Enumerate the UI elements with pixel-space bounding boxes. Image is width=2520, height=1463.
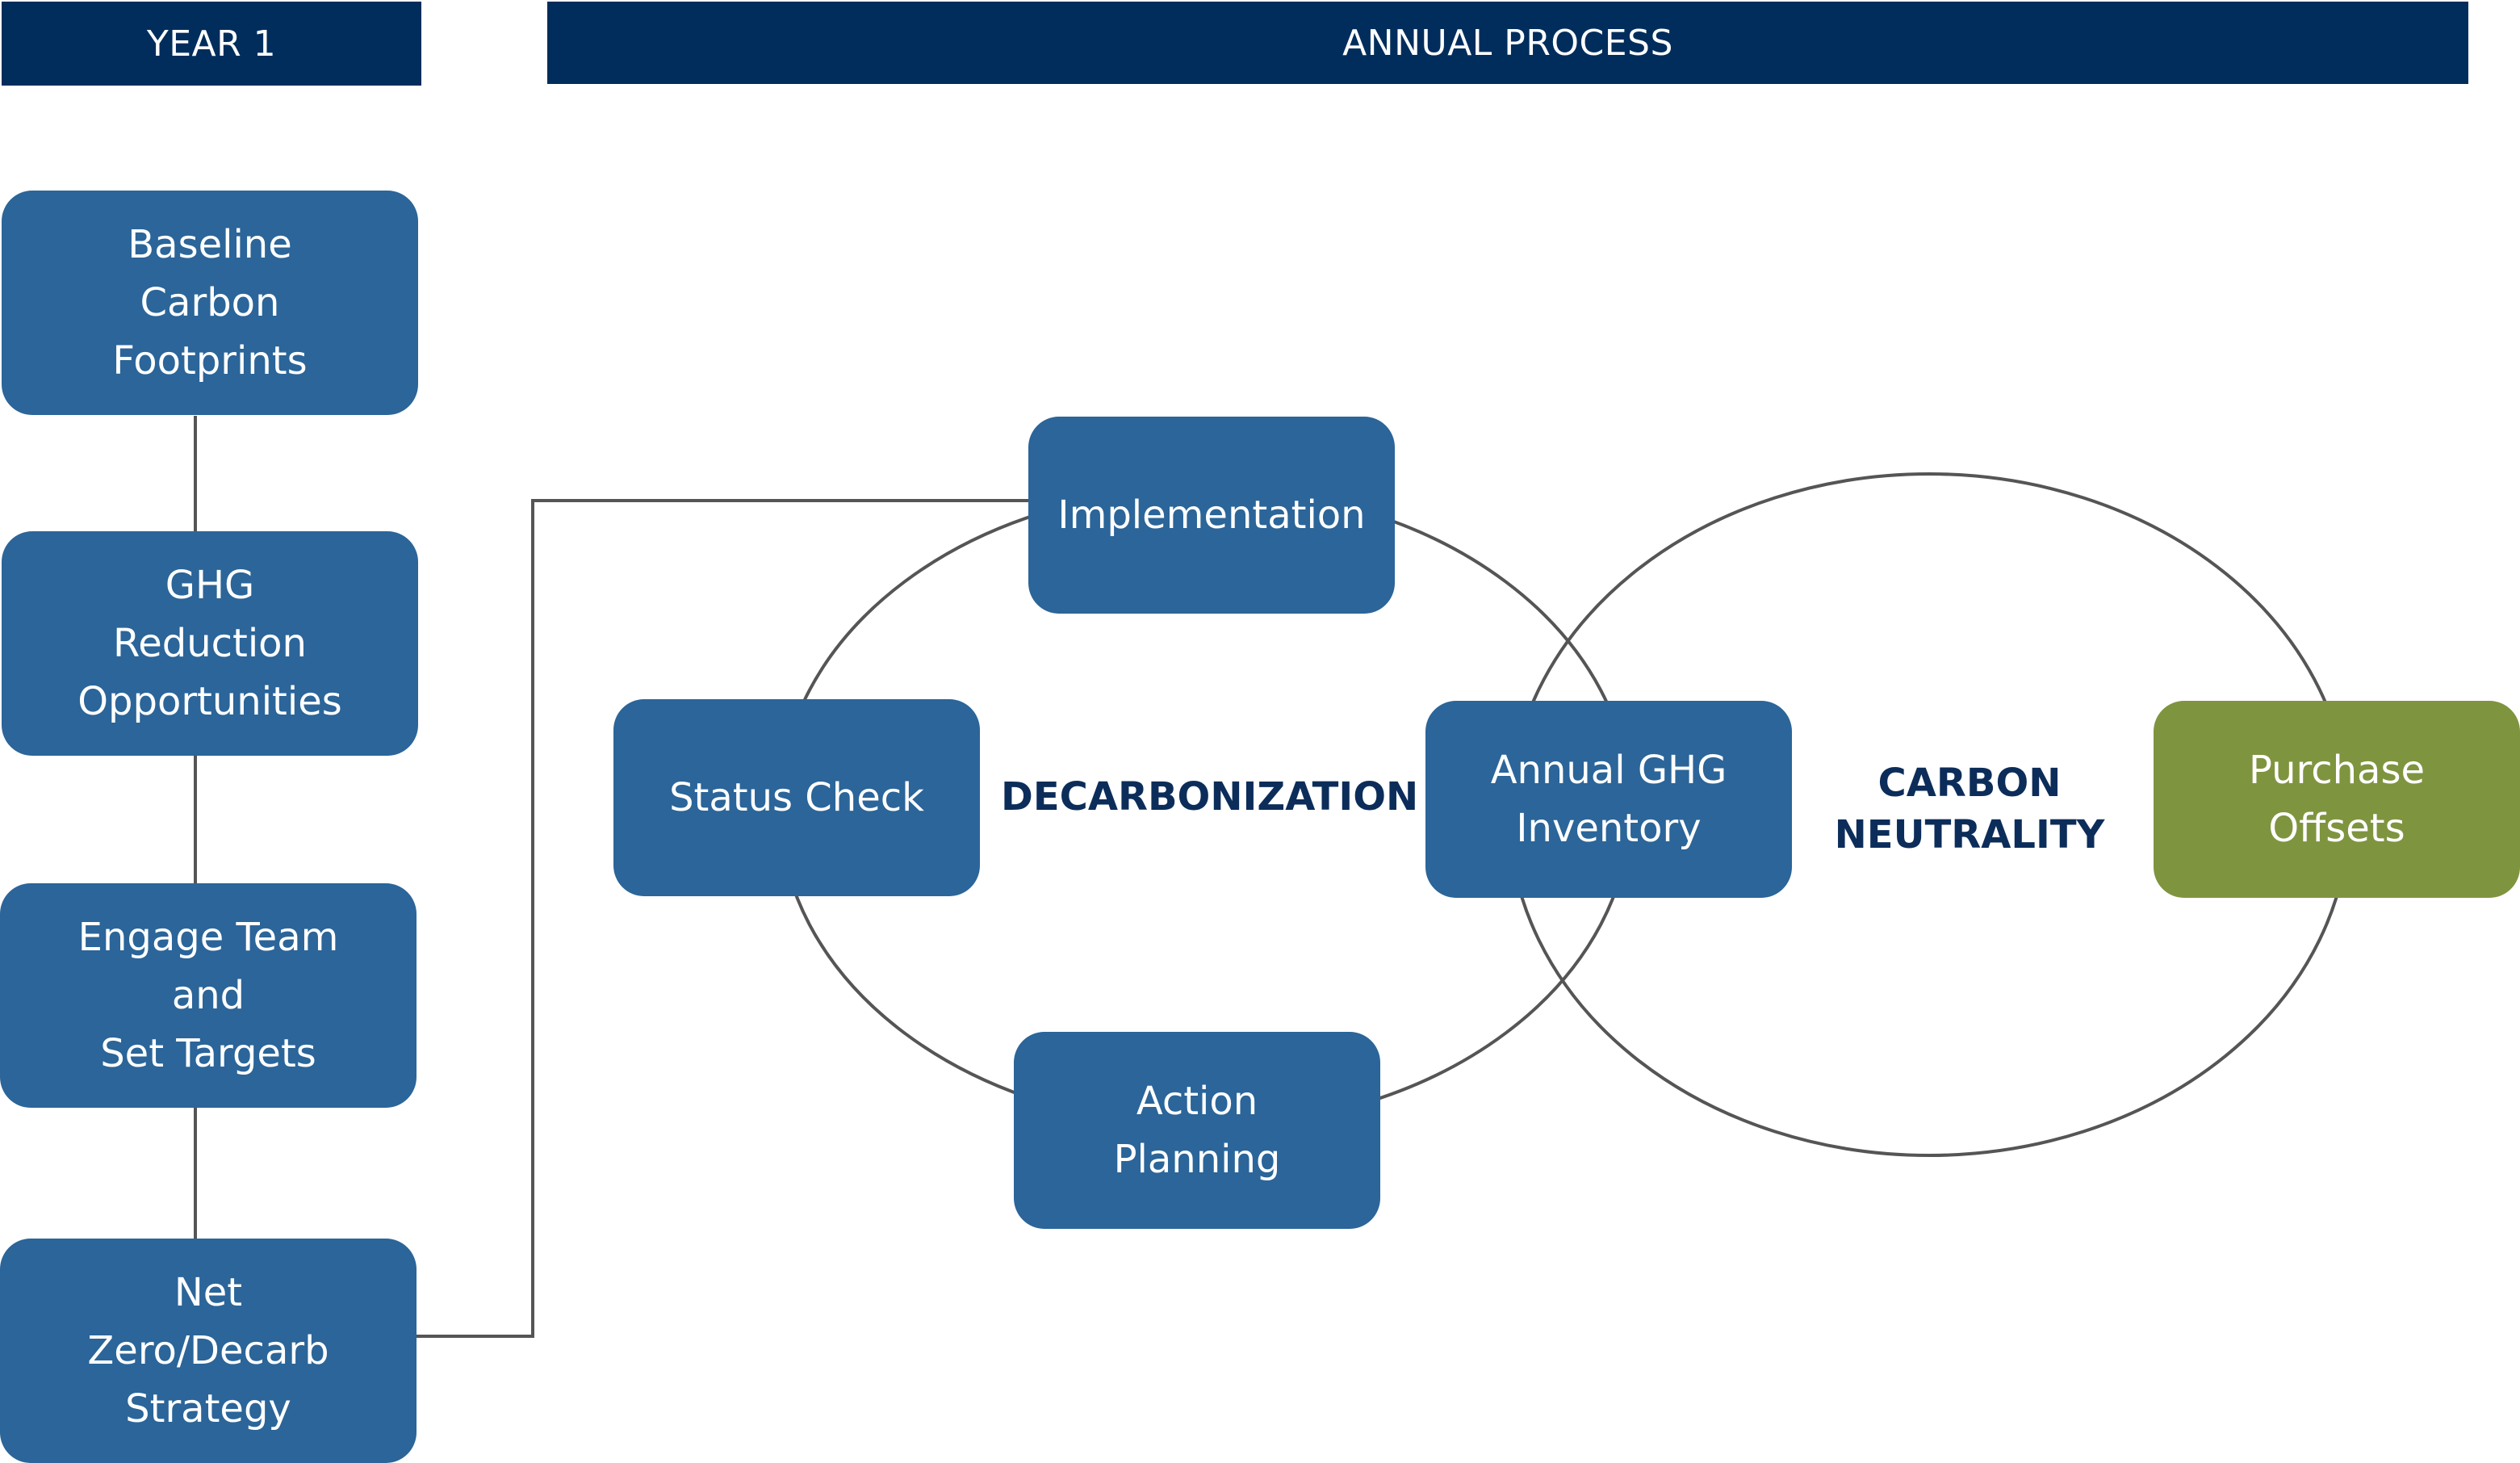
annual-process-header-label: ANNUAL PROCESS: [1342, 22, 1673, 64]
step-label: GHG Reduction Opportunities: [77, 563, 342, 724]
carbon-neutrality-label: CARBON NEUTRALITY: [1834, 761, 2105, 857]
step-label: Annual GHG Inventory: [1490, 748, 1727, 851]
step-baseline-carbon-footprints: Baseline Carbon Footprints: [2, 191, 418, 415]
step-engage-team-set-targets: Engage Team and Set Targets: [0, 883, 417, 1108]
step-status-check: Status Check: [613, 699, 980, 896]
step-ghg-reduction-opportunities: GHG Reduction Opportunities: [2, 531, 418, 756]
annual-process-header: ANNUAL PROCESS: [547, 2, 2468, 84]
step-label: Implementation: [1057, 493, 1366, 538]
step-implementation: Implementation: [1028, 417, 1395, 614]
connector-elbow: [416, 499, 1032, 1338]
step-label: Engage Team and Set Targets: [77, 915, 339, 1076]
step-label: Action Planning: [1113, 1079, 1281, 1182]
decarbonization-label: DECARBONIZATION: [1001, 774, 1419, 820]
step-net-zero-decarb-strategy: Net Zero/Decarb Strategy: [0, 1239, 417, 1463]
step-label: Status Check: [669, 775, 924, 820]
step-annual-ghg-inventory: Annual GHG Inventory: [1425, 701, 1792, 898]
step-action-planning: Action Planning: [1014, 1032, 1380, 1229]
step-purchase-offsets: Purchase Offsets: [2154, 701, 2520, 898]
step-label: Net Zero/Decarb Strategy: [87, 1270, 329, 1432]
year-1-header-label: YEAR 1: [146, 23, 277, 65]
year-1-header: YEAR 1: [2, 2, 421, 86]
step-label: Purchase Offsets: [2249, 748, 2425, 851]
step-label: Baseline Carbon Footprints: [112, 222, 308, 384]
